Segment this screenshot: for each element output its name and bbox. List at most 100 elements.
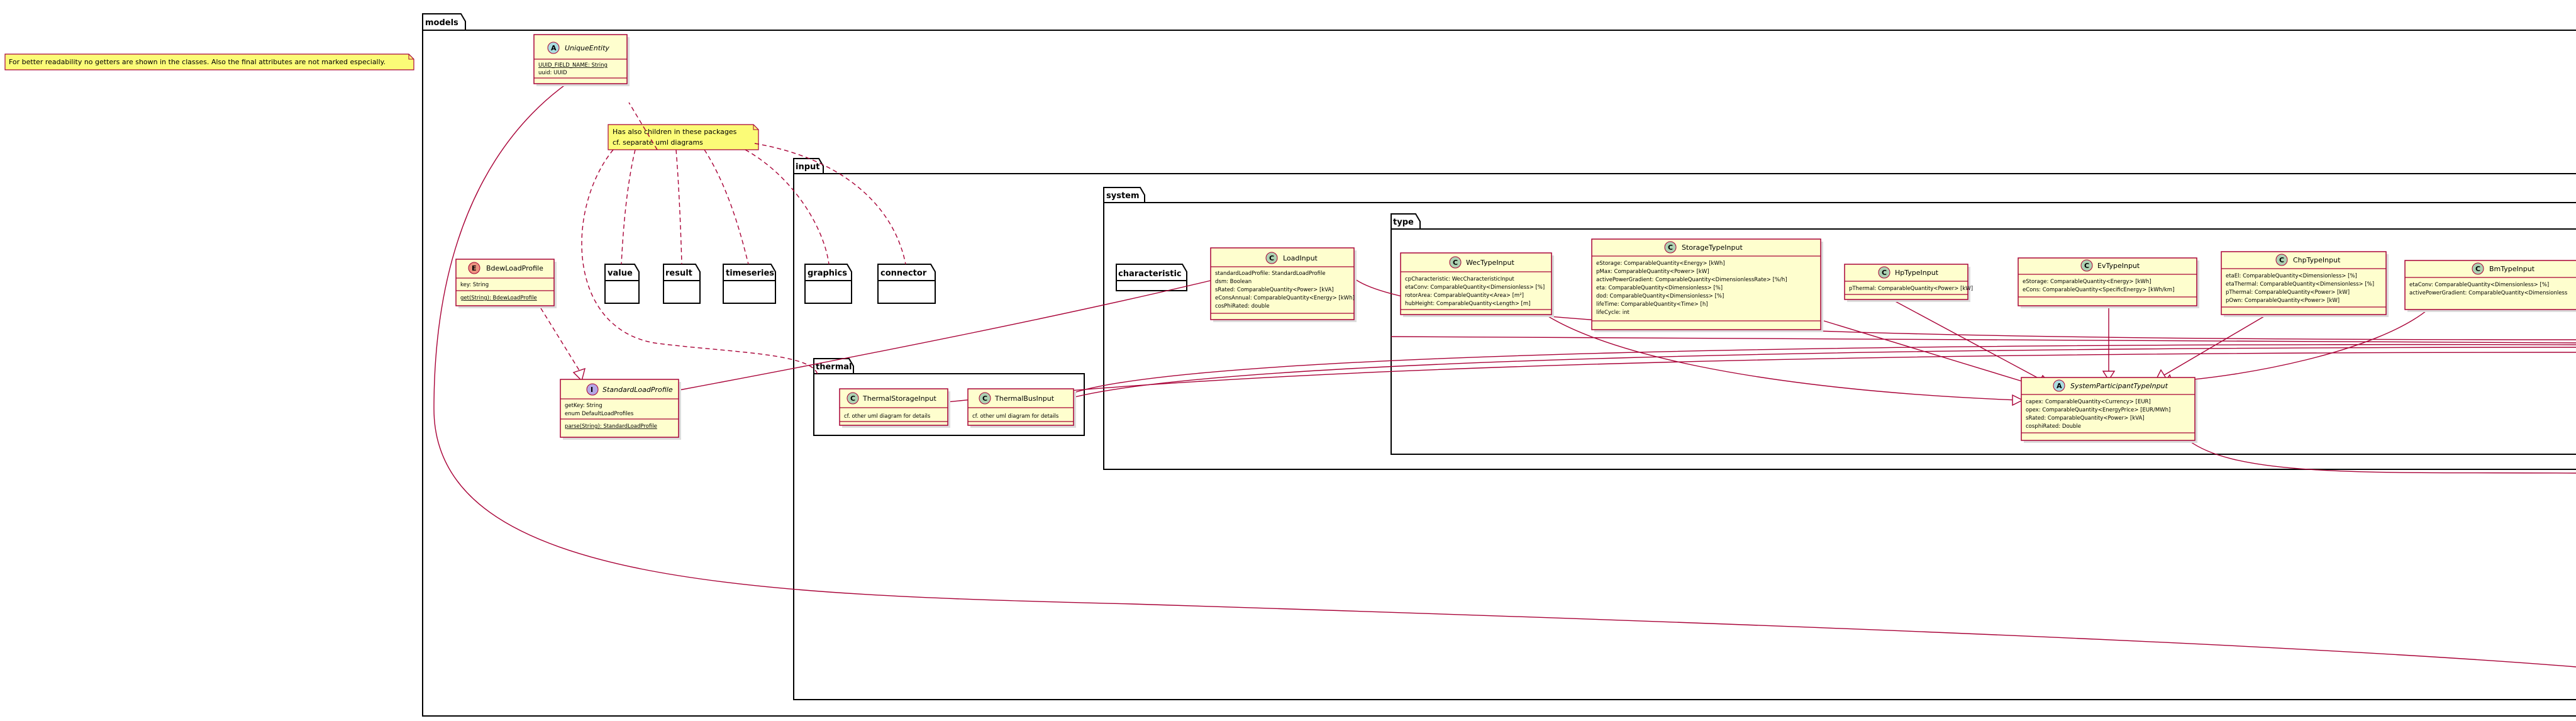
package-graphics: graphics <box>804 264 852 304</box>
class-sp-name: SystemParticipantTypeInput <box>2070 382 2168 390</box>
edge-note-result <box>675 149 682 265</box>
package-connector-label: connector <box>880 269 927 278</box>
package-timeseries-label: timeseries <box>726 269 774 278</box>
attr-wec-3: hubHeight: ComparableQuantity<Length> [m… <box>1405 301 1530 307</box>
attr-chp-0: etaEl: ComparableQuantity<Dimensionless>… <box>2226 273 2357 279</box>
class-tbi-name: ThermalBusInput <box>994 394 1055 403</box>
attr-storage-4: dod: ComparableQuantity<Dimensionless> [… <box>1596 293 1724 299</box>
note-readability: For better readability no getters are sh… <box>4 53 414 70</box>
package-thermal-label: thermal <box>816 362 852 372</box>
attr-unique-entity-0: UUID_FIELD_NAME: String <box>538 62 608 69</box>
class-unique-entity: A UniqueEntity UUID_FIELD_NAME: String u… <box>533 34 630 86</box>
stereo-wec: C <box>1453 259 1458 267</box>
package-input-label: input <box>796 162 820 172</box>
attr-storage-6: lifeCycle: int <box>1596 310 1629 316</box>
class-hp-type-input: C HpTypeInput pThermal: ComparableQuanti… <box>1844 264 1973 302</box>
attr-hp-0: pThermal: ComparableQuantity<Power> [kW] <box>1849 286 1973 292</box>
attr-sp-0: capex: ComparableQuantity<Currency> [EUR… <box>2026 399 2151 405</box>
stereo-tsi: C <box>850 394 855 403</box>
package-characteristic-label: characteristic <box>1118 269 1182 279</box>
package-timeseries: timeseries <box>723 264 776 304</box>
class-ev-type-input: C EvTypeInput eStorage: ComparableQuanti… <box>2018 257 2199 308</box>
stereo-ev: C <box>2084 262 2089 270</box>
note-children: Has also children in these packages cf. … <box>608 124 759 150</box>
attr-load-input-3: eConsAnnual: ComparableQuantity<Energy> … <box>1215 295 1355 301</box>
attr-bm-0: etaConv: ComparableQuantity<Dimensionles… <box>2409 282 2549 288</box>
edge-chp-sp <box>2162 314 2268 377</box>
stereo-unique-entity: A <box>551 44 557 52</box>
stereo-slp: I <box>591 386 593 394</box>
stereo-bdew: E <box>472 264 477 272</box>
edge-sp-right <box>2188 440 2576 474</box>
class-slp-name: StandardLoadProfile <box>602 386 673 394</box>
edge-bm-sp <box>2169 308 2430 382</box>
package-graphics-label: graphics <box>808 269 847 278</box>
package-connector: connector <box>877 264 936 304</box>
edge-note-thermal <box>581 149 818 375</box>
attr-sp-2: sRated: ComparableQuantity<Power> [kVA] <box>2026 415 2145 422</box>
class-hp-name: HpTypeInput <box>1895 269 1939 277</box>
edge-hp-sp <box>1891 299 2047 383</box>
attr-bm-1: activePowerGradient: ComparableQuantity<… <box>2409 290 2568 296</box>
class-wec-type-input: C WecTypeInput cpCharacteristic: WecChar… <box>1400 252 1554 317</box>
edge-thermalbus-right1 <box>1072 344 2576 394</box>
stereo-storage: C <box>1668 243 1673 252</box>
attr-chp-2: pThermal: ComparableQuantity<Power> [kW] <box>2226 289 2350 296</box>
class-standard-load-profile: I StandardLoadProfile getKey: String enu… <box>560 379 681 440</box>
attr-chp-1: etaThermal: ComparableQuantity<Dimension… <box>2226 281 2374 288</box>
class-bm-type-input: C BmTypeInput etaConv: ComparableQuantit… <box>2404 260 2576 312</box>
attr-load-input-4: cosPhiRated: double <box>1215 303 1270 310</box>
method-slp-0: parse(String): StandardLoadProfile <box>565 423 657 430</box>
attr-ev-1: eCons: ComparableQuantity<SpecificEnergy… <box>2023 287 2174 293</box>
class-storage-type-input: C StorageTypeInput eStorage: ComparableQ… <box>1591 238 1823 332</box>
attr-wec-0: cpCharacteristic: WecCharacteristicInput <box>1405 276 1514 282</box>
attr-bdew-0: key: String <box>460 282 489 288</box>
class-thermal-storage-input: C ThermalStorageInput cf. other uml diag… <box>839 388 950 428</box>
stereo-hp: C <box>1882 269 1887 277</box>
attr-unique-entity-1: uuid: UUID <box>538 70 567 76</box>
package-system-label: system <box>1106 191 1140 201</box>
package-type-label: type <box>1393 218 1414 227</box>
attr-sp-3: cosphiRated: Double <box>2026 423 2081 430</box>
edge-loadinput-slp <box>679 276 1227 391</box>
edge-note-value <box>621 149 636 265</box>
attr-tsi-0: cf. other uml diagram for details <box>844 413 931 420</box>
attr-load-input-1: dsm: Boolean <box>1215 279 1252 285</box>
note-children-line1: Has also children in these packages <box>613 128 737 136</box>
edge-note-timeseries <box>704 149 749 265</box>
stereo-bm: C <box>2475 265 2480 273</box>
class-bdew-name: BdewLoadProfile <box>486 264 543 272</box>
stereo-tbi: C <box>982 394 987 403</box>
class-chp-name: ChpTypeInput <box>2293 256 2341 264</box>
edge-note-connector <box>754 143 906 265</box>
attr-load-input-0: standardLoadProfile: StandardLoadProfile <box>1215 271 1326 277</box>
stereo-sp: A <box>2057 382 2062 390</box>
package-result: result <box>663 264 701 304</box>
class-load-input: C LoadInput standardLoadProfile: Standar… <box>1210 247 1357 322</box>
class-bdew-load-profile: E BdewLoadProfile key: String get(String… <box>455 259 557 308</box>
attr-storage-1: pMax: ComparableQuantity<Power> [kW] <box>1596 269 1709 275</box>
edge-uniqueentity-inheritance <box>433 71 2576 668</box>
package-type: type <box>1391 213 2576 455</box>
attr-chp-3: pOwn: ComparableQuantity<Power> [kW] <box>2226 298 2340 304</box>
attr-storage-3: eta: ComparableQuantity<Dimensionless> [… <box>1596 285 1723 291</box>
attr-wec-2: rotorArea: ComparableQuantity<Area> [m²] <box>1405 293 1524 299</box>
attr-storage-2: activePowerGradient: ComparableQuantity<… <box>1596 277 1787 283</box>
package-value: value <box>604 264 640 304</box>
note-readability-text: For better readability no getters are sh… <box>9 58 386 66</box>
edge-bdew-standard <box>540 308 582 375</box>
edge-storage-sp <box>1823 320 2035 386</box>
attr-slp-0: getKey: String <box>565 403 602 409</box>
attr-ev-0: eStorage: ComparableQuantity<Energy> [kW… <box>2023 279 2151 285</box>
class-ev-name: EvTypeInput <box>2097 262 2140 270</box>
attr-tbi-0: cf. other uml diagram for details <box>972 413 1059 420</box>
attr-storage-0: eStorage: ComparableQuantity<Energy> [kW… <box>1596 260 1725 267</box>
package-characteristic: characteristic <box>1116 264 1187 291</box>
package-value-label: value <box>608 269 633 278</box>
class-thermal-bus-input: C ThermalBusInput cf. other uml diagram … <box>967 388 1076 428</box>
edge-wec-sp <box>1528 301 2019 401</box>
class-bm-name: BmTypeInput <box>2489 265 2535 273</box>
class-storage-name: StorageTypeInput <box>1682 243 1743 252</box>
edge-note-uniqueentity <box>628 102 658 150</box>
